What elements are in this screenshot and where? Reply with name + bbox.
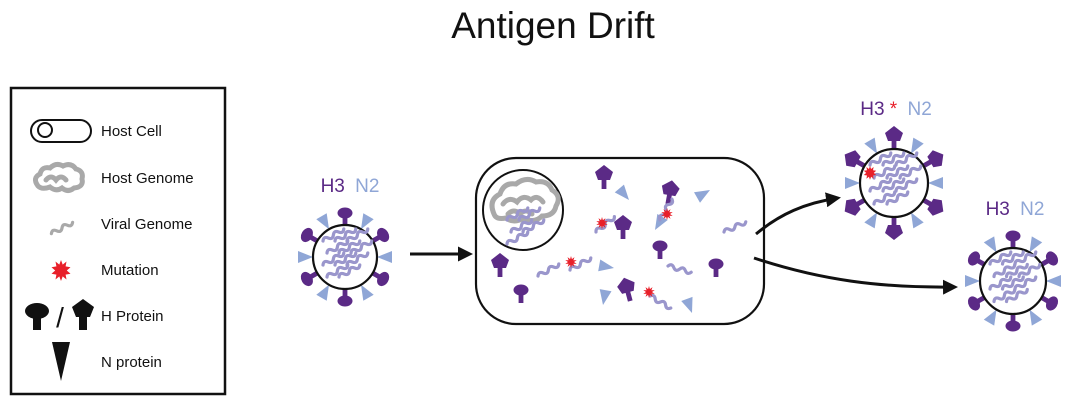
h-protein-spike [885, 126, 903, 150]
mutation-marker [565, 256, 577, 268]
legend-label-n-protein: N protein [101, 354, 162, 371]
virus-mutant: H3 * N2 [840, 99, 948, 240]
arrow-to-mutant [755, 192, 841, 236]
n-protein-spike [845, 177, 860, 189]
h-protein-spike [1005, 313, 1021, 332]
h-subtype: H3 [321, 176, 345, 197]
n-subtype: N2 [907, 99, 931, 120]
legend-label-mutation: Mutation [101, 262, 159, 279]
legend-label-h-protein: H Protein [101, 308, 164, 325]
h-subtype: H3 [986, 199, 1010, 220]
h-protein-spike [1005, 230, 1021, 249]
mutation-marker [643, 286, 655, 298]
n-protein-spike [965, 275, 980, 287]
h-subtype: H3 [860, 99, 884, 120]
legend-separator: / [56, 302, 64, 333]
virus-mutant-label: H3 * N2 [860, 99, 932, 120]
virus-original-label: H3 N2 [321, 176, 380, 197]
mutation-marker [596, 217, 608, 229]
mutation-icon [51, 260, 71, 281]
host-genome-icon [32, 161, 85, 193]
diagram-title: Antigen Drift [451, 5, 655, 46]
h-protein-spike [337, 288, 353, 307]
mutation-mark: * [890, 99, 898, 120]
n-subtype: N2 [1020, 199, 1044, 220]
legend-label-host-genome: Host Genome [101, 170, 194, 187]
arrow-to-unchanged [753, 256, 958, 295]
h-protein-spike [337, 207, 353, 226]
n-protein-spike [298, 251, 313, 263]
virus-unchanged-label: H3 N2 [986, 199, 1045, 220]
n-protein-spike [377, 251, 392, 263]
host-cell-icon [30, 119, 92, 143]
legend-label-viral-genome: Viral Genome [101, 216, 192, 233]
mutation-marker [863, 166, 877, 180]
n-protein-spike [1046, 275, 1061, 287]
virus-unchanged: H3 N2 [965, 199, 1061, 332]
virus-original: H3 N2 [298, 176, 392, 307]
n-subtype: N2 [355, 176, 379, 197]
mutation-marker [661, 208, 673, 220]
n-protein-icon [52, 342, 70, 381]
h-protein-spike [885, 216, 903, 240]
legend: Host Cell Host Genome Viral Genome Mutat… [9, 86, 227, 396]
legend-label-host-cell: Host Cell [101, 123, 162, 140]
n-protein-spike [928, 177, 943, 189]
host-cell [474, 156, 766, 326]
h-protein-icon [25, 299, 94, 330]
